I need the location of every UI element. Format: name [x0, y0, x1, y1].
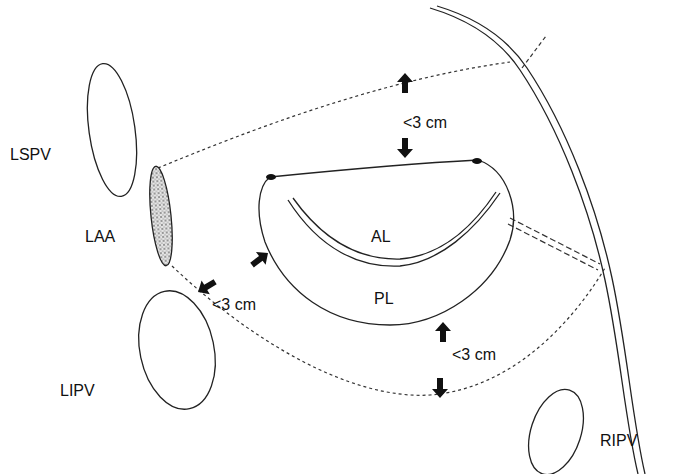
dimension-arrow	[435, 322, 451, 342]
structure-label: AL	[371, 228, 391, 246]
valve-outline	[259, 160, 513, 325]
dashed-boundary	[158, 62, 510, 168]
vessel-outline	[128, 284, 225, 417]
dimension-label: <3 cm	[403, 114, 447, 132]
dashed-boundary	[510, 218, 600, 264]
dimension-arrow	[397, 138, 413, 158]
structure-label: LAA	[85, 228, 115, 246]
vein-node: LSPV	[5, 58, 145, 203]
vein-node: RIPV	[525, 380, 675, 474]
dimension-arrow	[432, 378, 448, 398]
commissure-mark	[472, 158, 482, 164]
dimension-arrow	[397, 73, 413, 93]
node-outline	[5, 58, 145, 203]
coaptation-line	[288, 193, 500, 266]
dimension-arrow	[194, 275, 219, 299]
valve-node: AL PL	[255, 150, 520, 330]
node-outline	[80, 160, 180, 272]
vein-node: LIPV	[55, 285, 225, 415]
structure-label: PL	[374, 290, 394, 308]
structure-label: LSPV	[10, 146, 51, 164]
appendage-node: LAA	[80, 160, 180, 272]
dashed-boundary	[508, 224, 598, 270]
atrial-wall	[430, 8, 638, 474]
node-outline	[525, 380, 675, 474]
vessel-outline	[519, 382, 594, 474]
structure-label: LIPV	[60, 382, 95, 400]
dimension-label: <3 cm	[212, 296, 256, 314]
dashed-boundary	[522, 36, 546, 68]
dimension-label: <3 cm	[452, 346, 496, 364]
structure-label: RIPV	[600, 432, 637, 450]
vessel-outline	[146, 165, 176, 267]
dashed-boundary	[172, 266, 605, 395]
coaptation-line	[293, 192, 496, 259]
commissure-mark	[266, 174, 276, 180]
atrial-wall	[437, 6, 645, 474]
vessel-outline	[80, 60, 144, 199]
